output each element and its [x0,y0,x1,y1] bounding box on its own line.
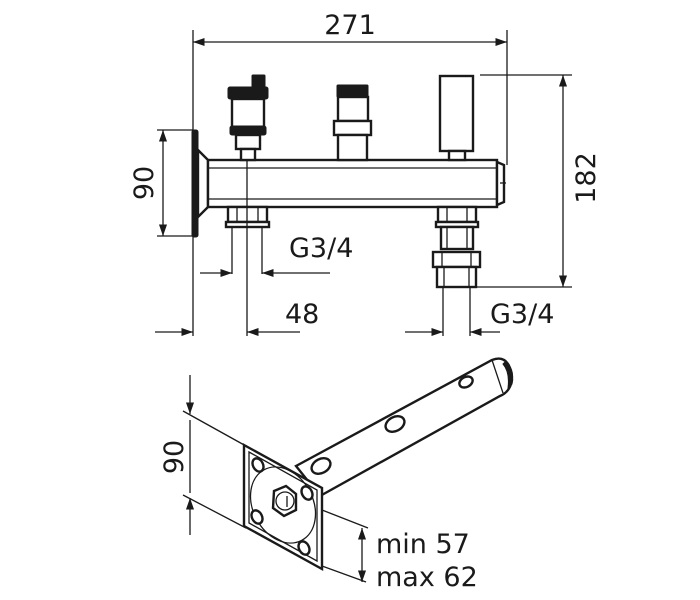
width-dimension-label: 271 [324,10,376,41]
front-view: 271 90 [129,10,602,337]
mounting-plate [242,442,324,572]
valve-fitting [332,84,373,162]
left-thread-label: G3/4 [289,233,353,264]
manifold-tube [294,357,514,498]
right-thread-label: G3/4 [490,299,554,330]
plate-height-label: 90 [159,440,190,474]
flange-height-label: 90 [129,166,160,200]
right-outlet-fitting [431,205,482,336]
isometric-view: 90 min 57 max 62 [159,357,514,593]
depth-max-label: max 62 [376,562,478,593]
depth-min-label: min 57 [376,529,470,560]
left-offset-label: 48 [285,299,319,330]
manifold-bar [206,158,499,209]
sensor-fitting [438,74,475,162]
height-dimension-label: 182 [571,152,602,204]
air-vent-fitting [227,74,269,162]
